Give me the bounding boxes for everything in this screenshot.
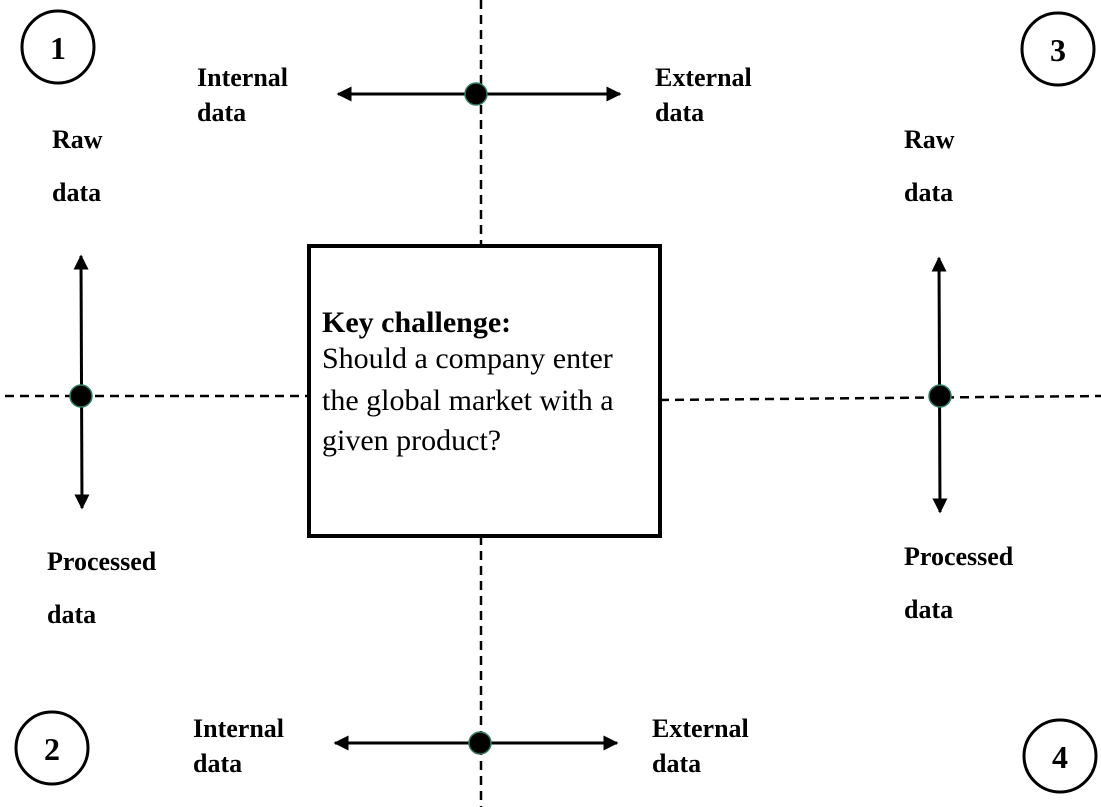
left-axis-bottom-label-1: Processed <box>47 547 157 576</box>
right-axis-bottom-label-1: Processed <box>904 542 1014 571</box>
key-challenge-box <box>307 244 662 538</box>
quadrant-3-number: 3 <box>1050 32 1066 68</box>
quadrant-2-circle <box>14 710 90 786</box>
quadrant-4-circle <box>1022 718 1098 794</box>
left-axis-top-label-1: Raw <box>52 125 103 154</box>
top-axis-origin-dot <box>464 82 488 106</box>
right-axis-top-label-2: data <box>904 178 953 207</box>
key-challenge-line-3: given product? <box>322 424 501 457</box>
key-challenge-line-2: the global market with a <box>322 384 614 417</box>
horizontal-divider-right <box>659 394 1101 402</box>
bottom-axis-right-label-1: External <box>652 714 749 743</box>
left-axis-bottom-label-2: data <box>47 600 96 629</box>
right-axis-top-label-1: Raw <box>904 125 955 154</box>
bottom-axis-left-label-2: data <box>193 749 242 778</box>
bottom-axis-origin-dot <box>468 731 492 755</box>
quadrant-2-number: 2 <box>44 731 60 767</box>
quadrant-1-circle <box>20 9 96 85</box>
bottom-axis-left-label-1: Internal <box>193 714 284 743</box>
left-axis-arrow <box>73 254 90 510</box>
bottom-axis-right-label-2: data <box>652 749 701 778</box>
top-axis-left-label-2: data <box>197 98 246 127</box>
top-axis-left-label-1: Internal <box>197 63 288 92</box>
right-axis-origin-dot <box>928 384 952 408</box>
top-axis-right-label-1: External <box>655 63 752 92</box>
left-axis-origin-dot <box>69 384 93 408</box>
left-axis-top-label-2: data <box>52 178 101 207</box>
quadrant-4-number: 4 <box>1052 739 1068 775</box>
key-challenge-line-1: Should a company enter <box>322 342 613 375</box>
top-axis-right-label-2: data <box>655 98 704 127</box>
right-axis-bottom-label-2: data <box>904 595 953 624</box>
key-challenge-heading: Key challenge: <box>322 306 511 339</box>
quadrant-1-number: 1 <box>50 30 66 66</box>
quadrant-3-circle <box>1020 11 1096 87</box>
